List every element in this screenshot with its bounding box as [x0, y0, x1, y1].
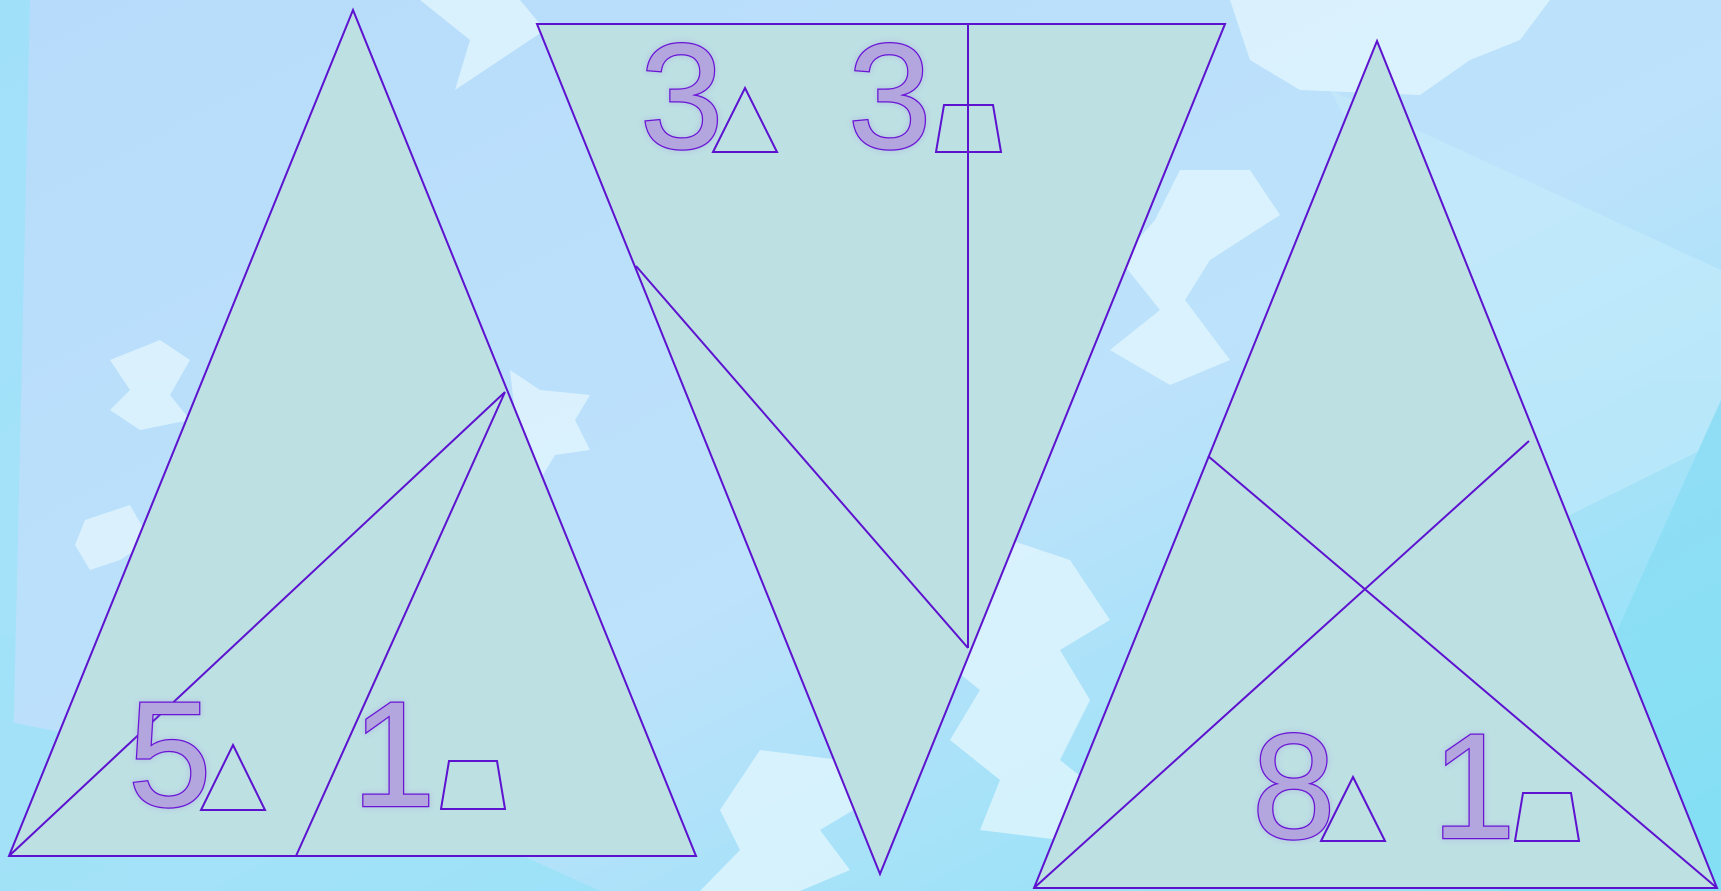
- left-triangle-count: 5: [128, 670, 211, 838]
- right-trapezoid-count: 1: [1432, 702, 1515, 870]
- right-triangle-count: 8: [1252, 702, 1335, 870]
- middle-trapezoid-count: 3: [848, 12, 931, 180]
- left-trapezoid-count: 1: [352, 670, 435, 838]
- middle-triangle-count: 3: [640, 12, 723, 180]
